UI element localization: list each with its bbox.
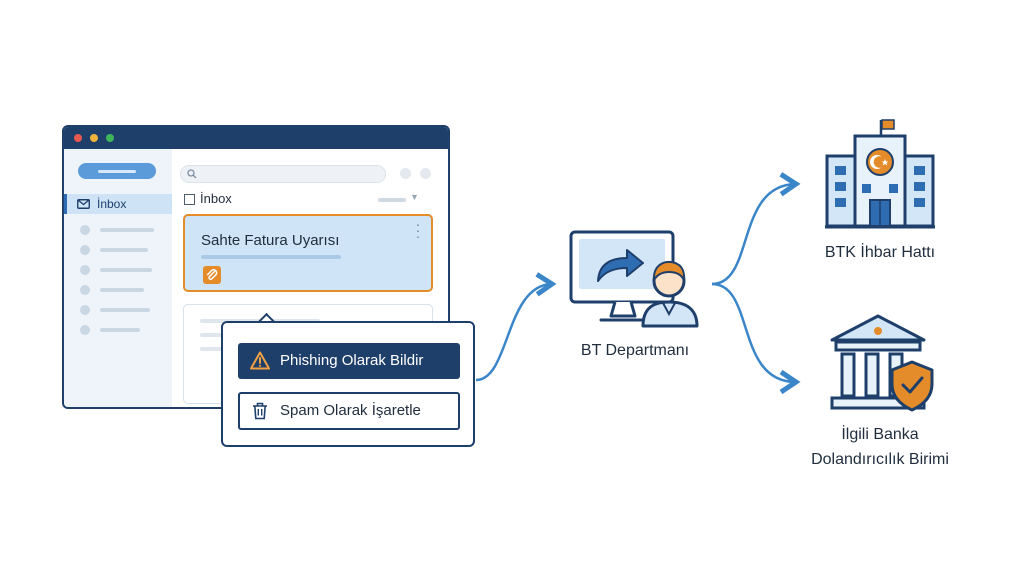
sidebar-item-icon: [80, 245, 90, 255]
it-department-label: BT Departmanı: [580, 342, 690, 359]
sidebar-item-placeholder[interactable]: [100, 268, 152, 272]
email-preview-line: [201, 255, 341, 259]
sidebar-item-icon: [80, 225, 90, 235]
btk-hotline-label: BTK İhbar Hattı: [824, 244, 936, 261]
sidebar-item-icon: [80, 305, 90, 315]
minimize-window-button[interactable]: [90, 134, 98, 142]
context-menu: Phishing Olarak Bildir Spam Olarak İşare…: [221, 321, 475, 447]
paperclip-icon: [203, 266, 221, 284]
sidebar-item-placeholder[interactable]: [100, 328, 140, 332]
search-icon: [187, 169, 197, 179]
search-input[interactable]: [180, 165, 386, 183]
list-sort-control[interactable]: [378, 198, 406, 202]
chevron-down-icon: ▼: [410, 192, 419, 202]
warning-icon: [250, 351, 270, 370]
report-phishing-label: Phishing Olarak Bildir: [280, 352, 424, 369]
mail-sidebar: İnbox: [64, 149, 173, 407]
sidebar-item-placeholder[interactable]: [100, 288, 144, 292]
bank-shield-icon: [830, 314, 934, 412]
report-phishing-button[interactable]: Phishing Olarak Bildir: [238, 343, 460, 379]
toolbar-icon-button[interactable]: [420, 168, 431, 179]
sidebar-item-placeholder[interactable]: [100, 248, 148, 252]
close-window-button[interactable]: [74, 134, 82, 142]
sidebar-item-inbox[interactable]: İnbox: [64, 194, 173, 214]
mark-spam-button[interactable]: Spam Olarak İşaretle: [238, 392, 460, 430]
arrow-it-to-bank: [711, 282, 801, 395]
email-subject: Sahte Fatura Uyarısı: [201, 232, 340, 249]
computer-user-icon: [569, 230, 699, 328]
select-all-checkbox[interactable]: [184, 194, 195, 205]
bank-unit-label-line1: İlgili Banka: [841, 426, 919, 443]
sidebar-item-placeholder[interactable]: [100, 308, 150, 312]
trash-icon: [253, 402, 267, 420]
sidebar-item-icon: [80, 265, 90, 275]
arrow-menu-to-it: [475, 272, 557, 382]
window-titlebar: [64, 127, 448, 149]
toolbar-icon-button[interactable]: [400, 168, 411, 179]
bank-unit-label-line2: Dolandırıcılık Birimi: [811, 451, 949, 468]
maximize-window-button[interactable]: [106, 134, 114, 142]
email-item-selected[interactable]: Sahte Fatura Uyarısı ···: [183, 214, 433, 292]
sidebar-item-icon: [80, 325, 90, 335]
more-options-icon[interactable]: ···: [415, 216, 421, 244]
arrow-it-to-btk: [711, 172, 801, 286]
sidebar-item-placeholder[interactable]: [100, 228, 154, 232]
sidebar-item-icon: [80, 285, 90, 295]
mail-icon: [77, 199, 90, 209]
sidebar-item-label: İnbox: [97, 197, 127, 211]
compose-button[interactable]: [78, 163, 156, 179]
government-building-icon: [825, 119, 935, 229]
list-header-title: İnbox: [200, 191, 232, 206]
mark-spam-label: Spam Olarak İşaretle: [280, 402, 421, 419]
